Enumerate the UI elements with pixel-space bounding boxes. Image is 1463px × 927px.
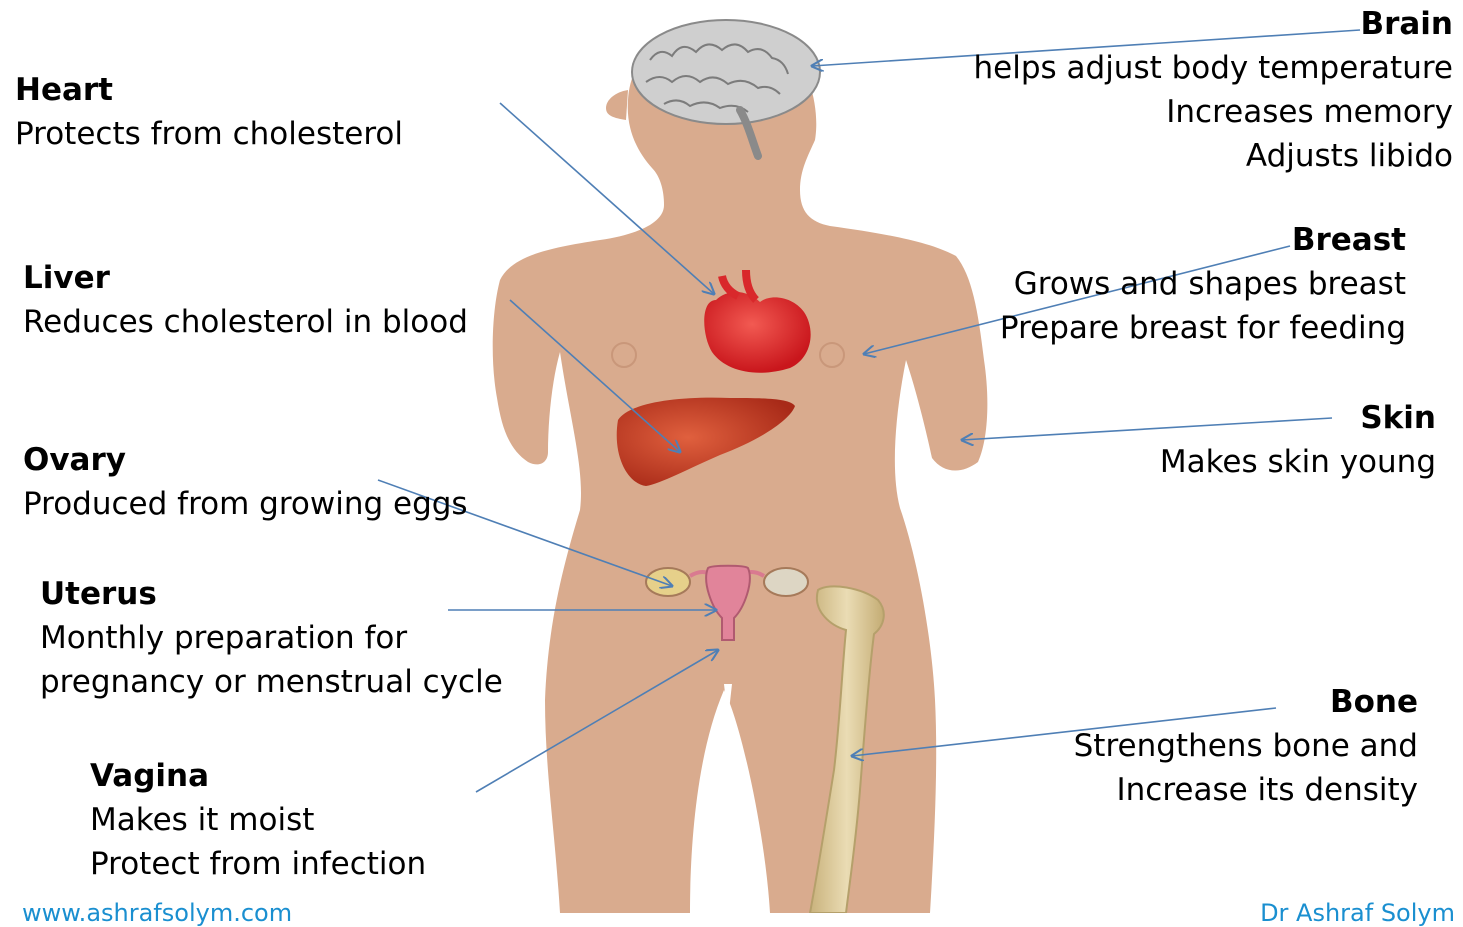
- brain-desc-2: Increases memory: [974, 90, 1454, 134]
- footer-author: Dr Ashraf Solym: [1260, 899, 1455, 927]
- vagina-label: Vagina Makes it moist Protect from infec…: [90, 754, 426, 886]
- uterus-desc-1: Monthly preparation for: [40, 616, 503, 660]
- heart-title: Heart: [15, 68, 403, 112]
- brain-desc-1: helps adjust body temperature: [974, 46, 1454, 90]
- vagina-desc-2: Protect from infection: [90, 842, 426, 886]
- heart-label: Heart Protects from cholesterol: [15, 68, 403, 156]
- bone-title: Bone: [1074, 680, 1418, 724]
- skin-desc-1: Makes skin young: [1160, 440, 1436, 484]
- bone-desc-1: Strengthens bone and: [1074, 724, 1418, 768]
- uterus-title: Uterus: [40, 572, 503, 616]
- heart-desc-1: Protects from cholesterol: [15, 112, 403, 156]
- vagina-desc-1: Makes it moist: [90, 798, 426, 842]
- skin-label: Skin Makes skin young: [1160, 396, 1436, 484]
- ovary-label: Ovary Produced from growing eggs: [23, 438, 468, 526]
- liver-label: Liver Reduces cholesterol in blood: [23, 256, 468, 344]
- breast-title: Breast: [1000, 218, 1406, 262]
- vagina-title: Vagina: [90, 754, 426, 798]
- breast-label: Breast Grows and shapes breast Prepare b…: [1000, 218, 1406, 350]
- ovary-title: Ovary: [23, 438, 468, 482]
- ovary-desc-1: Produced from growing eggs: [23, 482, 468, 526]
- brain-desc-3: Adjusts libido: [974, 134, 1454, 178]
- skin-title: Skin: [1160, 396, 1436, 440]
- brain-title: Brain: [974, 2, 1454, 46]
- breast-desc-1: Grows and shapes breast: [1000, 262, 1406, 306]
- brain-label: Brain helps adjust body temperature Incr…: [974, 2, 1454, 178]
- liver-title: Liver: [23, 256, 468, 300]
- liver-desc-1: Reduces cholesterol in blood: [23, 300, 468, 344]
- bone-label: Bone Strengthens bone and Increase its d…: [1074, 680, 1418, 812]
- breast-desc-2: Prepare breast for feeding: [1000, 306, 1406, 350]
- face-profile: [606, 90, 628, 120]
- footer-website: www.ashrafsolym.com: [22, 899, 292, 927]
- body-silhouette: [493, 24, 988, 913]
- uterus-desc-2: pregnancy or menstrual cycle: [40, 660, 503, 704]
- bone-desc-2: Increase its density: [1074, 768, 1418, 812]
- uterus-label: Uterus Monthly preparation for pregnancy…: [40, 572, 503, 704]
